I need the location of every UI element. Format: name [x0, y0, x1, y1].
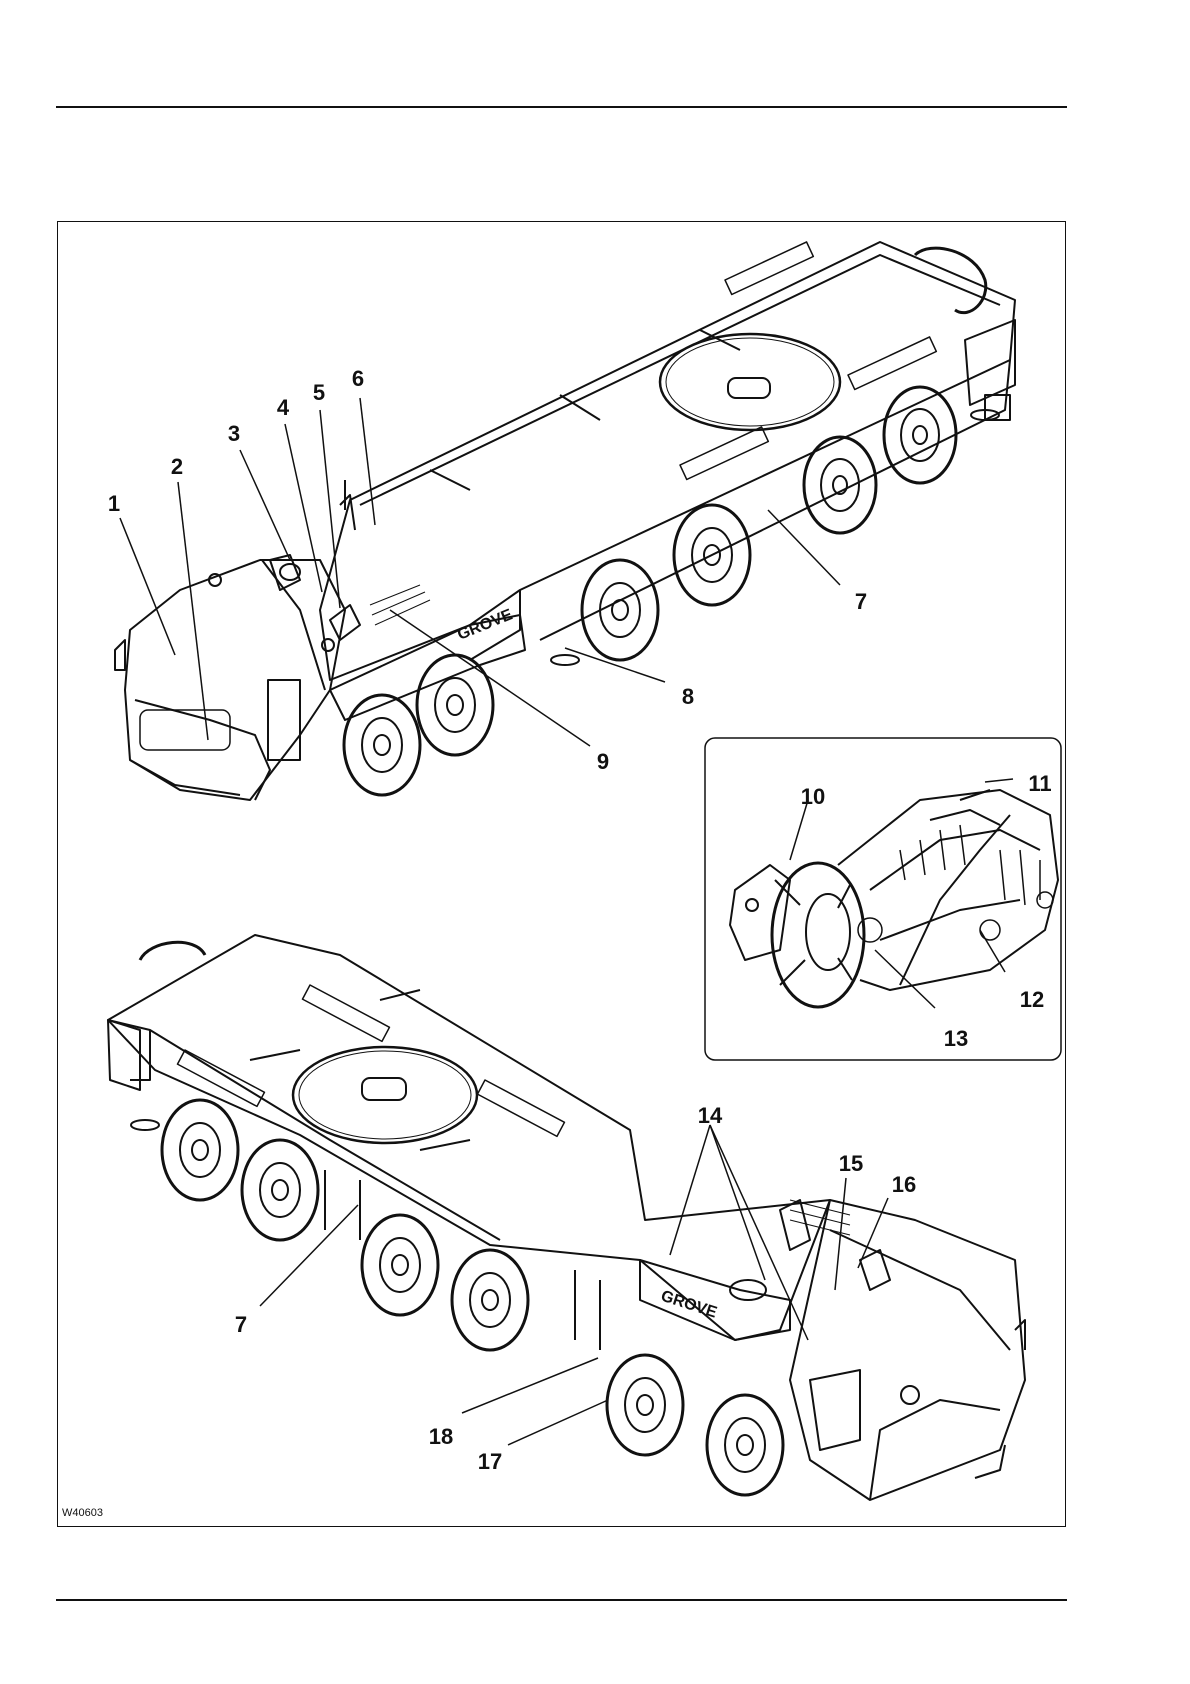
callout-12: 12	[1020, 989, 1044, 1011]
top-front-wheels	[344, 655, 493, 795]
top-driver-cab	[125, 560, 345, 800]
callout-1: 1	[108, 493, 120, 515]
bottom-rear-wheels	[162, 1100, 318, 1240]
bottom-middle-wheels	[362, 1215, 528, 1350]
callout-7-bottom: 7	[235, 1314, 247, 1336]
callout-2: 2	[171, 456, 183, 478]
callout-5: 5	[313, 382, 325, 404]
transmission-inset	[705, 738, 1061, 1060]
callout-17: 17	[478, 1451, 502, 1473]
bottom-slewing-ring	[293, 1047, 477, 1143]
bottom-ring-hatch	[362, 1078, 406, 1100]
callout-3: 3	[228, 423, 240, 445]
callout-9: 9	[597, 751, 609, 773]
crane-top-view: GROVE	[115, 242, 1015, 800]
callout-7-top: 7	[855, 591, 867, 613]
bottom-grove-logo: GROVE	[659, 1288, 720, 1322]
callout-6: 6	[352, 368, 364, 390]
callout-13: 13	[944, 1028, 968, 1050]
bottom-step-grills	[177, 985, 564, 1136]
top-rear-wheel	[915, 248, 986, 313]
callout-10: 10	[801, 786, 825, 808]
bottom-rear-wheel	[140, 942, 205, 960]
top-carrier-deck	[320, 242, 1015, 680]
callout-14: 14	[698, 1105, 722, 1127]
callout-18: 18	[429, 1426, 453, 1448]
inset-frame	[705, 738, 1061, 1060]
top-rear-wheels	[804, 387, 956, 533]
figure-id: W40603	[62, 1507, 103, 1519]
crane-bottom-view: GROVE	[108, 935, 1025, 1500]
top-ring-hatch	[728, 378, 770, 398]
bottom-front-wheels	[607, 1355, 783, 1495]
bottom-driver-cab	[790, 1200, 1025, 1500]
top-middle-wheels	[582, 505, 750, 660]
callout-16: 16	[892, 1174, 916, 1196]
callout-8: 8	[682, 686, 694, 708]
callout-15: 15	[839, 1153, 863, 1175]
callout-11: 11	[1028, 773, 1051, 795]
bottom-carrier-deck	[108, 935, 830, 1340]
callout-4: 4	[277, 397, 289, 419]
top-slewing-ring	[660, 334, 840, 430]
